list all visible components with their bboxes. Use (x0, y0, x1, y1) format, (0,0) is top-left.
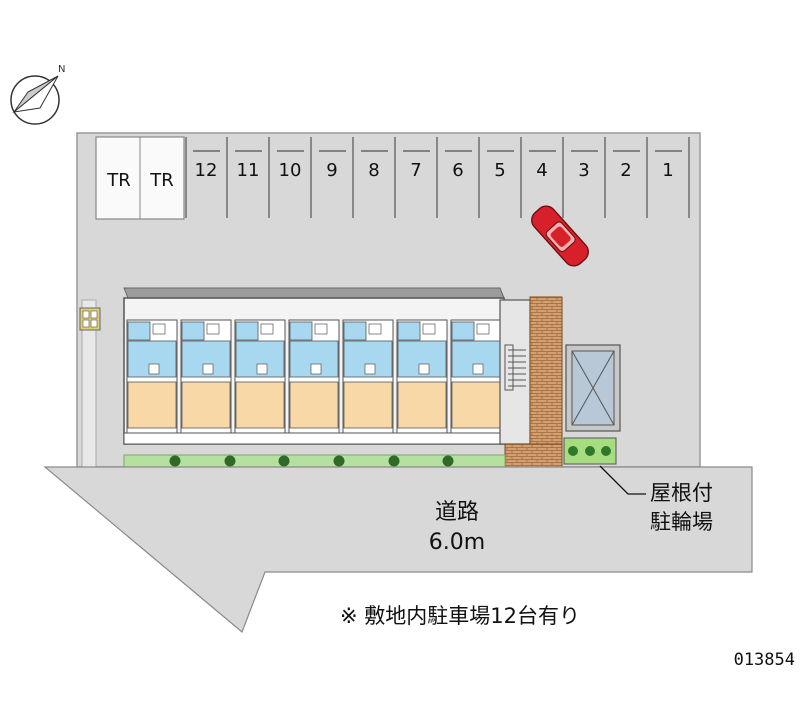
stall-number: 8 (368, 160, 379, 181)
parking-note: ※ 敷地内駐車場12台有り (340, 604, 580, 628)
stall-number: 6 (452, 160, 463, 181)
living-room (343, 381, 393, 429)
bath-area (451, 321, 475, 341)
stall-number: 7 (410, 160, 421, 181)
stall-number: 3 (578, 160, 589, 181)
toilet-icon (260, 323, 274, 335)
toilet-icon (152, 323, 166, 335)
trunk-room-label: TR (149, 170, 174, 191)
bicycle-shed (565, 344, 621, 432)
trunk-room-area: TR TR (95, 136, 185, 220)
toilet-icon (206, 323, 220, 335)
stall-number: 1 (662, 160, 673, 181)
road-name: 道路 (435, 500, 479, 525)
stall-number: 12 (195, 160, 218, 181)
living-room (181, 381, 231, 429)
toilet-icon (368, 323, 382, 335)
road-width: 6.0m (429, 530, 485, 555)
callout-leader (599, 465, 646, 495)
bath-area (127, 321, 151, 341)
property-code: 013854 (734, 650, 795, 670)
hedge-strip (123, 454, 506, 468)
appliance-icon (364, 363, 376, 375)
trunk-room-label: TR (106, 170, 131, 191)
toilet-icon (314, 323, 328, 335)
bath-area (289, 321, 313, 341)
svg-text:N: N (58, 64, 65, 75)
bath-area (343, 321, 367, 341)
balcony-strip (123, 432, 505, 445)
apartment-building (123, 287, 505, 445)
bath-area (181, 321, 205, 341)
stall-number: 5 (494, 160, 505, 181)
living-room (289, 381, 339, 429)
living-room (127, 381, 177, 429)
stall-number: 4 (536, 160, 547, 181)
bath-area (397, 321, 421, 341)
car-icon (531, 205, 589, 267)
living-room (235, 381, 285, 429)
bath-area (235, 321, 259, 341)
stall-number: 11 (237, 160, 260, 181)
stairs-icon (499, 299, 531, 445)
appliance-icon (256, 363, 268, 375)
appliance-icon (148, 363, 160, 375)
appliance-icon (202, 363, 214, 375)
appliance-icon (310, 363, 322, 375)
north-arrow-icon: N (10, 64, 65, 125)
stall-number: 10 (279, 160, 302, 181)
bicycle-parking-label: 駐輪場 (650, 510, 713, 534)
living-room (397, 381, 447, 429)
stall-dividers (185, 137, 690, 218)
brick-wall (529, 296, 563, 468)
mailbox-icon (79, 307, 101, 331)
toilet-icon (476, 323, 490, 335)
toilet-icon (422, 323, 436, 335)
living-room (451, 381, 501, 429)
appliance-icon (472, 363, 484, 375)
stall-number: 9 (326, 160, 337, 181)
road (43, 466, 753, 633)
bicycle-parking-label: 屋根付 (650, 481, 713, 505)
brick-wall (504, 443, 563, 468)
hedge-planter (563, 437, 617, 465)
appliance-icon (418, 363, 430, 375)
stall-number: 2 (620, 160, 631, 181)
